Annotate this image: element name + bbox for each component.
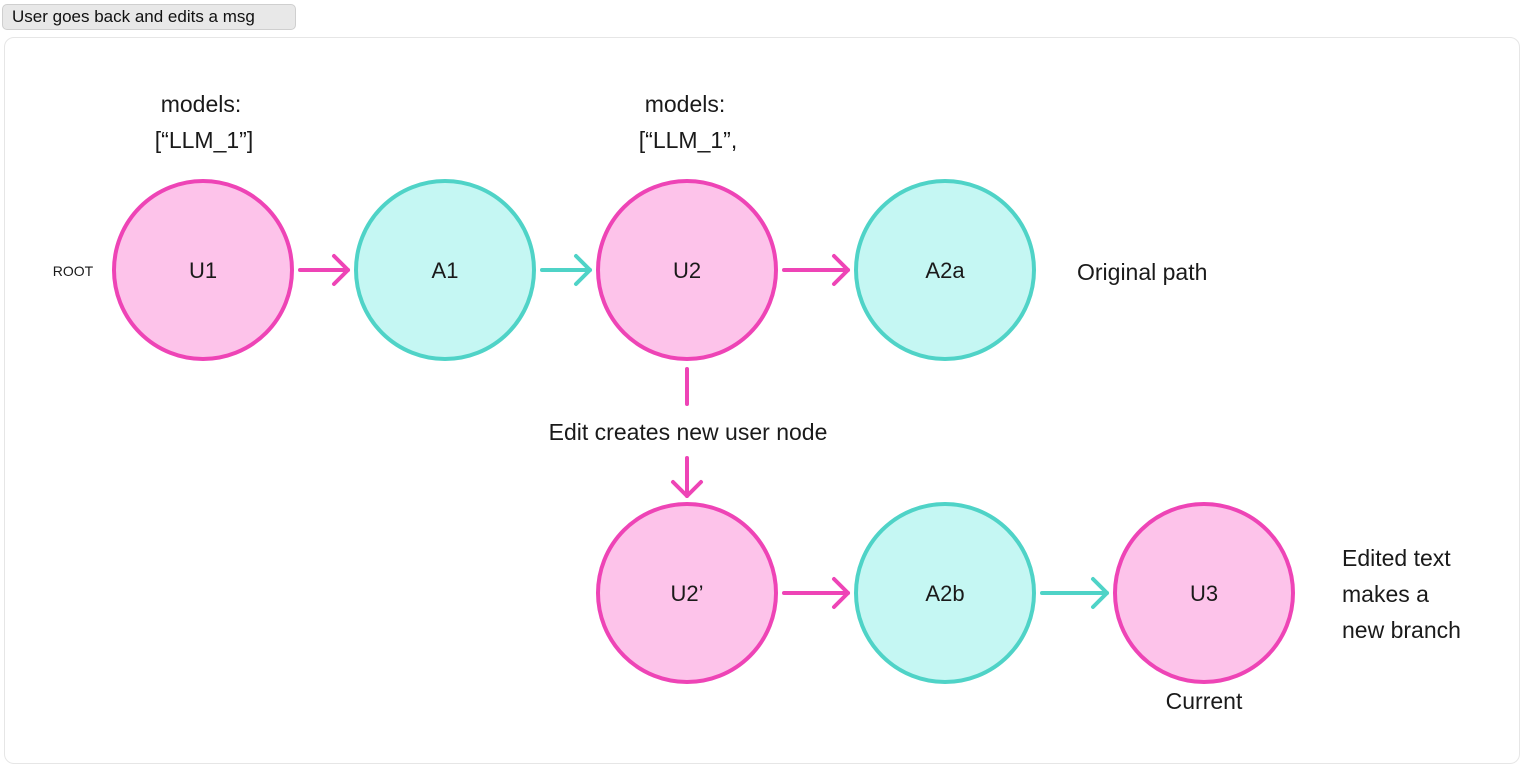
edge-a1-to-u2 <box>540 254 592 286</box>
branch-note-line-3: new branch <box>1342 617 1461 643</box>
u2-models-value: [“LLM_1”, <box>639 127 737 153</box>
node-a1-circle <box>354 179 536 361</box>
u1-models-value: [“LLM_1”] <box>155 127 253 153</box>
node-u2-label: U2 <box>673 258 701 283</box>
edit-note-label: Edit creates new user node <box>549 419 828 445</box>
node-a1-label: A1 <box>432 258 459 283</box>
node-u1: U1 <box>112 179 294 361</box>
node-u3-label: U3 <box>1190 581 1218 606</box>
diagram-title-tab[interactable]: User goes back and edits a msg <box>2 4 296 30</box>
node-a2a-circle <box>854 179 1036 361</box>
node-u2-circle <box>596 179 778 361</box>
node-a2b-circle <box>854 502 1036 684</box>
u1-models-label: models: <box>161 91 242 117</box>
branch-note-line-2: makes a <box>1342 581 1429 607</box>
node-a2b: A2b <box>854 502 1036 684</box>
node-a2b-label: A2b <box>925 581 964 606</box>
root-label: ROOT <box>53 263 94 279</box>
node-u2: U2 <box>596 179 778 361</box>
edge-u1-to-a1 <box>298 254 350 286</box>
node-u2p: U2’ <box>596 502 778 684</box>
node-u2p-circle <box>596 502 778 684</box>
edge-u2p-to-a2b <box>782 577 850 609</box>
edge-a2b-to-u3 <box>1040 577 1109 609</box>
node-u3-circle <box>1113 502 1295 684</box>
edge-u2-to-a2a <box>782 254 850 286</box>
node-a2a: A2a <box>854 179 1036 361</box>
original-path-label: Original path <box>1077 259 1207 285</box>
edge-u2-to-u2p <box>671 367 703 498</box>
edges-layer <box>298 254 1109 609</box>
node-u1-circle <box>112 179 294 361</box>
node-a1: A1 <box>354 179 536 361</box>
branch-note-line-1: Edited text <box>1342 545 1451 571</box>
node-u3: U3 <box>1113 502 1295 684</box>
current-label: Current <box>1166 688 1243 714</box>
node-u2p-label: U2’ <box>670 581 703 606</box>
node-u1-label: U1 <box>189 258 217 283</box>
u2-models-label: models: <box>645 91 726 117</box>
node-a2a-label: A2a <box>925 258 965 283</box>
